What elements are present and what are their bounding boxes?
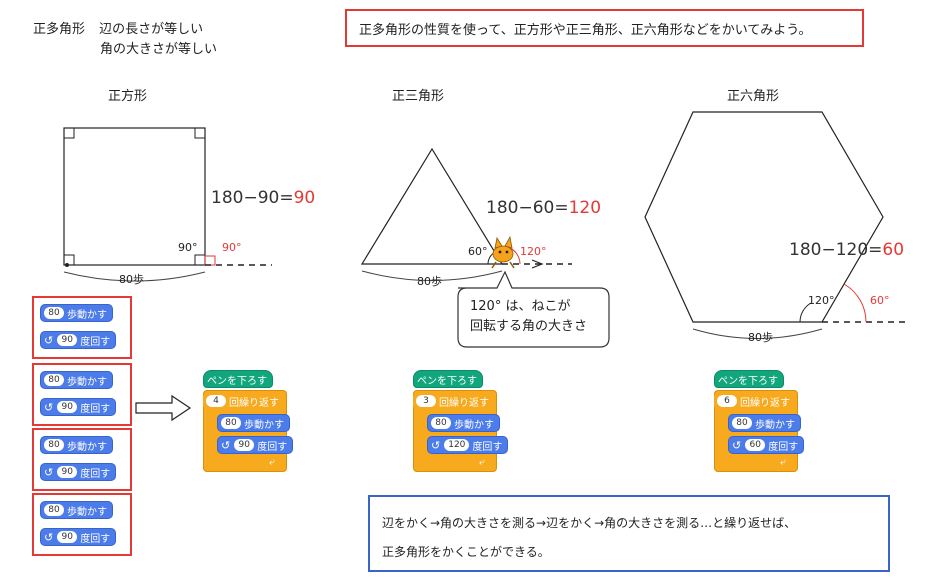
square-steps: 80歩 [119,273,144,286]
hexagon-steps: 80歩 [748,331,773,344]
callout-bubble [457,270,610,348]
hexagon-outer-angle: 60° [870,294,890,307]
square-figure [63,127,272,282]
summary-line1: 辺をかく→角の大きさを測る→辺をかく→角の大きさを測る…と繰り返せば、 [382,516,797,530]
rotate-icon: ↺ [44,530,54,544]
pen-down-block[interactable]: ペンを下ろす [203,370,273,388]
rotate-icon: ↺ [431,438,441,452]
rotate-icon: ↺ [44,465,54,479]
square-title: 正方形 [108,89,148,104]
square-inner-angle: 90° [178,241,198,254]
square-equation: 180−90=90 [211,188,316,208]
pen-down-block[interactable]: ペンを下ろす [413,370,483,388]
hexagon-figure [644,111,908,339]
rotate-icon: ↺ [44,333,54,347]
hexagon-title: 正六角形 [727,89,780,104]
summary-box: 辺をかく→角の大きさを測る→辺をかく→角の大きさを測る…と繰り返せば、 正多角形… [368,495,890,572]
square-equation-result: 90 [293,188,316,208]
loop-arrow-icon: ⤶ [780,457,786,468]
pen-down-block[interactable]: ペンを下ろす [714,370,784,388]
definition-line1: 辺の長さが等しい [99,22,204,37]
loop-arrow-icon: ⤶ [479,457,485,468]
loop-arrow-icon: ⤶ [269,457,275,468]
cat-sprite-icon [491,235,515,269]
definition-term: 正多角形 [33,22,86,37]
instruction-box: 正多角形の性質を使って、正方形や正三角形、正六角形などをかいてみよう。 [345,9,864,47]
rotate-icon: ↺ [44,400,54,414]
triangle-steps: 80歩 [417,275,442,288]
definition-line2: 角の大きさが等しい [100,42,218,57]
hexagon-inner-angle: 120° [808,294,835,307]
right-arrow-icon [135,394,192,422]
triangle-outer-angle: 120° [520,245,547,258]
square-outer-angle: 90° [222,241,242,254]
definition: 正多角形 辺の長さが等しい 角の大きさが等しい [33,20,217,60]
rotate-icon: ↺ [732,438,742,452]
hexagon-equation-result: 60 [882,240,905,260]
triangle-equation-result: 120 [568,198,602,218]
rotate-icon: ↺ [221,438,231,452]
triangle-title: 正三角形 [392,89,445,104]
hexagon-equation: 180−120=60 [789,240,905,260]
callout-text: 120° は、ねこが回転する角の大きさ [470,299,588,334]
triangle-equation: 180−60=120 [486,198,602,218]
triangle-figure [360,147,572,281]
triangle-inner-angle: 60° [468,245,488,258]
instruction-text: 正多角形の性質を使って、正方形や正三角形、正六角形などをかいてみよう。 [359,22,812,38]
summary-line2: 正多角形をかくことができる。 [382,545,550,559]
